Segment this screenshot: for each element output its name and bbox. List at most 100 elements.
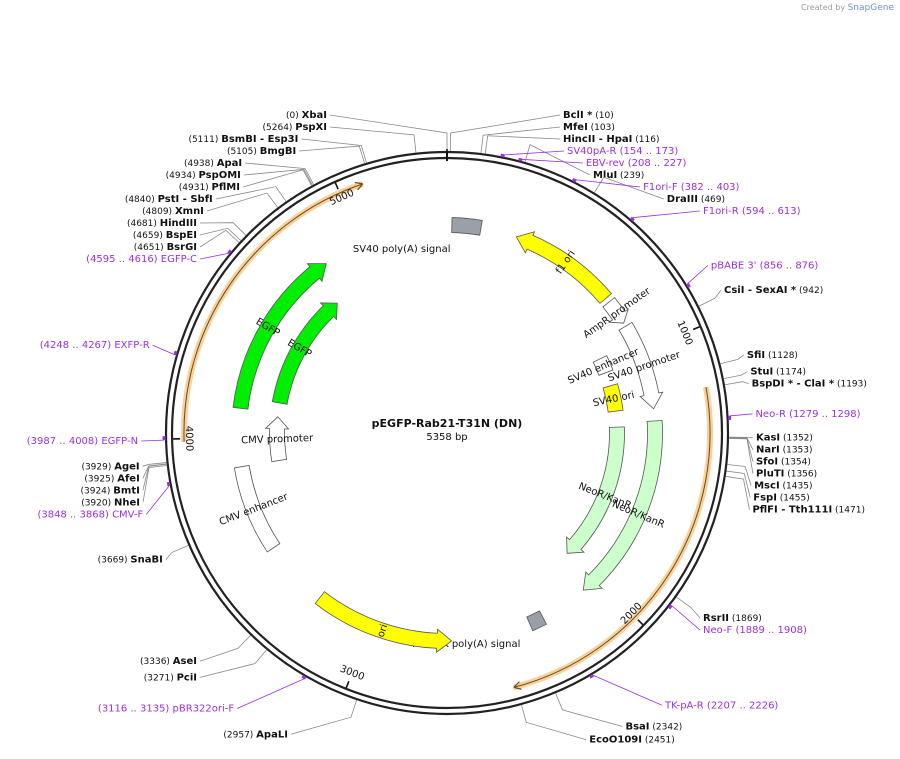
enzyme-label: (3271) PciI <box>144 672 197 683</box>
enzyme-label: BsaI (2342) <box>625 721 682 732</box>
primer-label: F1ori-R (594 .. 613) <box>703 206 801 217</box>
tick-mark <box>345 681 350 689</box>
enzyme-label: (4809) XmnI <box>142 206 204 217</box>
snapgene-watermark: Created by SnapGene <box>801 3 894 13</box>
enzyme-leader-line <box>199 649 267 678</box>
enzyme-leader-line <box>301 138 367 163</box>
feature-arrow <box>618 321 664 410</box>
tick-mark <box>692 326 700 331</box>
primer-layer: SV40pA-R (154 .. 173)EBV-rev (208 .. 227… <box>27 146 861 714</box>
primer-mark <box>227 249 233 255</box>
primer-label: SV40pA-R (154 .. 173) <box>567 146 678 157</box>
enzyme-leader-line <box>199 222 247 236</box>
enzyme-leader-line <box>725 475 750 510</box>
enzyme-leader-line <box>329 114 448 151</box>
primer-label: EBV-rev (208 .. 227) <box>586 158 687 169</box>
enzyme-label: StuI (1174) <box>750 367 806 378</box>
feature-arrow <box>314 591 453 654</box>
primer-label: (4248 .. 4267) EXFP-R <box>40 340 150 351</box>
tick-mark <box>637 619 644 626</box>
primer-leader-line <box>500 150 565 156</box>
enzyme-label: (5264) PspXI <box>263 122 328 133</box>
primer-leader-line <box>593 674 663 706</box>
enzyme-label: RsrII (1869) <box>703 613 762 624</box>
enzyme-leader-line <box>142 465 167 503</box>
enzyme-label: MluI (239) <box>593 170 644 181</box>
enzyme-label: NarI (1353) <box>756 445 813 456</box>
primer-leader-line <box>518 158 583 164</box>
primer-leader-line <box>236 677 306 709</box>
feature-arrow <box>582 420 663 591</box>
enzyme-label: (4934) PspOMI <box>166 170 241 181</box>
primer-mark <box>629 216 635 222</box>
plasmid-name: pEGFP-Rab21-T31N (DN) <box>372 417 523 430</box>
enzyme-label: KasI (1352) <box>756 433 813 444</box>
enzyme-layer: BclI * (10)MfeI (103)HincII - HpaI (116)… <box>80 110 866 746</box>
feature-arrow <box>451 217 483 236</box>
primer-leader-line <box>145 485 170 515</box>
primer-mark <box>686 283 691 288</box>
feature-label: CMV promoter <box>241 433 314 446</box>
primer-label: (3116 .. 3135) pBR322ori-F <box>98 703 234 714</box>
orf-arrowhead <box>513 681 522 690</box>
enzyme-label: SfiI (1128) <box>747 350 798 361</box>
enzyme-leader-line <box>724 381 749 386</box>
enzyme-label: (4931) PflMI <box>179 182 240 193</box>
enzyme-label: (4659) BspEI <box>133 230 197 241</box>
tick-label: 4000 <box>183 426 195 452</box>
primer-mark <box>166 481 171 487</box>
primer-leader-line <box>630 210 701 219</box>
enzyme-leader-line <box>676 596 701 619</box>
enzyme-label: FspI (1455) <box>753 493 809 504</box>
primer-label: TK-pA-R (2207 .. 2226) <box>664 700 778 711</box>
enzyme-label: (3669) SnaBI <box>98 555 163 566</box>
feature-label: HSV TK poly(A) signal <box>412 639 520 650</box>
enzyme-leader-line <box>480 126 561 154</box>
primer-label: pBABE 3' (856 .. 876) <box>711 260 818 271</box>
primer-label: (3848 .. 3868) CMV-F <box>37 509 143 520</box>
primer-mark <box>173 350 178 356</box>
orf-arrowhead <box>354 181 364 191</box>
enzyme-label: (3924) BmtI <box>80 485 139 496</box>
orf-line <box>183 183 363 442</box>
primer-label: F1ori-F (382 .. 403) <box>643 182 739 193</box>
enzyme-leader-line <box>728 437 754 462</box>
feature-label: ori <box>376 623 391 639</box>
enzyme-leader-line <box>723 371 748 380</box>
enzyme-leader-line <box>698 289 722 307</box>
tick-mark <box>334 182 339 190</box>
enzyme-label: (0) XbaI <box>286 110 327 121</box>
feature-arrow <box>515 231 612 304</box>
enzyme-label: (2957) ApaLI <box>223 729 288 740</box>
enzyme-leader-line <box>243 168 313 186</box>
feature-arrow <box>602 383 624 413</box>
enzyme-label: (4681) HindIII <box>127 218 197 229</box>
primer-mark <box>589 674 594 679</box>
enzyme-leader-line <box>290 700 358 735</box>
enzyme-leader-line <box>142 462 167 467</box>
primer-leader-line <box>572 178 641 188</box>
primer-leader-line <box>152 344 176 356</box>
enzyme-label: (3336) AseI <box>140 656 197 667</box>
enzyme-leader-line <box>524 144 591 176</box>
enzyme-label: (5105) BmgBI <box>227 146 296 157</box>
tick-label: 3000 <box>338 664 366 684</box>
primer-leader-line <box>199 252 229 260</box>
enzyme-leader-line <box>726 470 751 498</box>
primer-label: (4595 .. 4616) EGFP-C <box>86 254 197 265</box>
enzyme-label: MscI (1435) <box>754 481 812 492</box>
enzyme-label: HincII - HpaI (116) <box>563 134 659 145</box>
enzyme-leader-line <box>199 635 251 662</box>
feature-arrow <box>271 302 338 405</box>
enzyme-leader-line <box>299 145 365 164</box>
enzyme-label: (4938) ApaI <box>184 158 242 169</box>
enzyme-leader-line <box>720 354 745 365</box>
enzyme-leader-line <box>215 186 287 202</box>
enzyme-label: (3920) NheI <box>81 497 140 508</box>
feature-arrow <box>233 464 281 553</box>
enzyme-leader-line <box>329 126 417 153</box>
enzyme-label: PluTI (1356) <box>756 469 817 480</box>
enzyme-label: BspDI * - ClaI * (1193) <box>752 379 867 390</box>
primer-leader-line <box>141 439 165 442</box>
watermark-brand: SnapGene <box>847 3 894 13</box>
